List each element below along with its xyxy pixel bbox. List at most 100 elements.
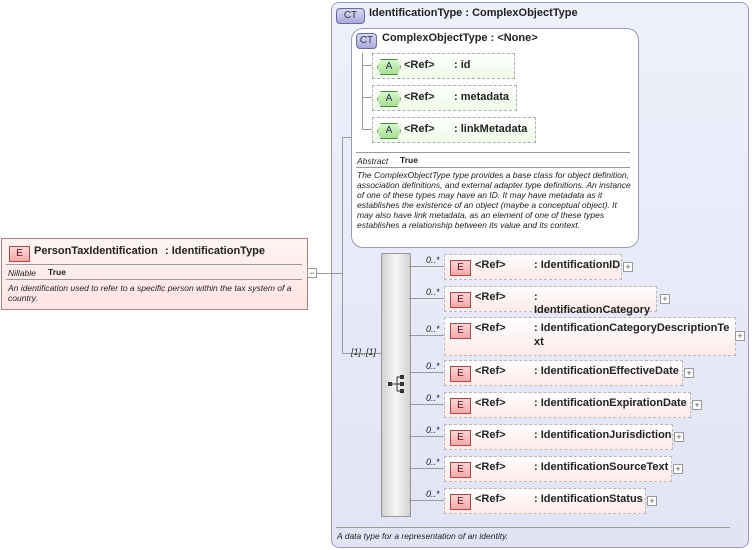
- attribute-ref: <Ref>: [404, 91, 435, 103]
- connector-line: [409, 372, 444, 373]
- expand-toggle[interactable]: +: [673, 464, 683, 474]
- complex-object-type-description: The ComplexObjectType type provides a ba…: [357, 170, 631, 230]
- element-identification-category[interactable]: E <Ref> : IdentificationCategory: [444, 286, 657, 316]
- connector-line: [409, 500, 444, 501]
- element-badge: E: [450, 292, 471, 308]
- element-name: : IdentificationCategory: [534, 291, 651, 316]
- element-ref: <Ref>: [475, 291, 506, 303]
- element-ref: <Ref>: [475, 397, 506, 409]
- attribute-link-metadata[interactable]: A <Ref> : linkMetadata: [372, 117, 536, 143]
- sequence-compositor[interactable]: [381, 253, 411, 517]
- element-cardinality: 0..*: [426, 393, 440, 403]
- divider: [356, 152, 630, 153]
- attribute-badge: A: [377, 91, 401, 107]
- expand-toggle[interactable]: +: [660, 294, 670, 304]
- element-ref: <Ref>: [475, 461, 506, 473]
- abstract-value: True: [400, 155, 418, 165]
- divider: [356, 167, 630, 168]
- attribute-ref: <Ref>: [404, 123, 435, 135]
- attribute-name: : linkMetadata: [454, 123, 528, 135]
- element-ref: <Ref>: [475, 429, 506, 441]
- connector-line: [362, 97, 372, 98]
- element-identification-id[interactable]: E <Ref> : IdentificationID: [444, 254, 622, 280]
- element-cardinality: 0..*: [426, 255, 440, 265]
- element-identification-source-text[interactable]: E <Ref> : IdentificationSourceText: [444, 456, 672, 482]
- element-cardinality: 0..*: [426, 489, 440, 499]
- connector-line: [342, 137, 343, 353]
- identification-type-title: IdentificationType : ComplexObjectType: [369, 7, 578, 19]
- element-cardinality: 0..*: [426, 361, 440, 371]
- element-badge: E: [450, 323, 471, 339]
- element-badge: E: [450, 430, 471, 446]
- sequence-cardinality: [1]..[1]: [351, 347, 377, 357]
- expand-toggle[interactable]: +: [692, 400, 702, 410]
- complex-type-badge: CT: [336, 8, 365, 24]
- element-identification-effective-date[interactable]: E <Ref> : IdentificationEffectiveDate: [444, 360, 683, 386]
- nillable-value: True: [48, 267, 66, 277]
- divider: [6, 279, 302, 280]
- element-ref: <Ref>: [475, 365, 506, 377]
- connector-line: [362, 129, 372, 130]
- element-badge: E: [9, 246, 30, 262]
- element-badge: E: [450, 260, 471, 276]
- attribute-name: : id: [454, 59, 471, 71]
- complex-type-badge: CT: [356, 33, 377, 49]
- attribute-badge: A: [377, 59, 401, 75]
- connector-line: [362, 53, 363, 130]
- expand-toggle[interactable]: +: [684, 368, 694, 378]
- element-ref: <Ref>: [475, 493, 506, 505]
- abstract-label: Abstract: [357, 156, 389, 166]
- expand-toggle[interactable]: +: [735, 331, 745, 341]
- connector-line: [409, 468, 444, 469]
- attribute-badge: A: [377, 123, 401, 139]
- element-name: : IdentificationExpirationDate: [534, 397, 687, 409]
- element-cardinality: 0..*: [426, 457, 440, 467]
- element-name: : IdentificationID: [534, 259, 621, 271]
- connector-line: [409, 298, 444, 299]
- identification-type-description: A data type for a representation of an i…: [337, 531, 509, 541]
- nillable-label: Nillable: [8, 268, 36, 278]
- divider: [336, 527, 730, 528]
- element-badge: E: [450, 462, 471, 478]
- element-identification-status[interactable]: E <Ref> : IdentificationStatus: [444, 488, 646, 514]
- connector-line: [409, 266, 444, 267]
- connector-line: [409, 436, 444, 437]
- element-name: : IdentificationCategoryDescriptionTe: [534, 322, 730, 334]
- connector-line: [342, 137, 352, 138]
- element-name: : IdentificationStatus: [534, 493, 643, 505]
- element-cardinality: 0..*: [426, 287, 440, 297]
- connector-line: [332, 273, 343, 274]
- element-name: : IdentificationSourceText: [534, 461, 669, 473]
- element-badge: E: [450, 494, 471, 510]
- element-badge: E: [450, 366, 471, 382]
- connector-line: [409, 404, 444, 405]
- divider: [6, 264, 302, 265]
- element-identification-jurisdiction[interactable]: E <Ref> : IdentificationJurisdiction: [444, 424, 673, 450]
- connector-line: [342, 353, 382, 354]
- element-cardinality: 0..*: [426, 324, 440, 334]
- attribute-ref: <Ref>: [404, 59, 435, 71]
- expand-toggle[interactable]: +: [674, 432, 684, 442]
- root-element-type: : IdentificationType: [165, 245, 266, 257]
- element-identification-category-description-text[interactable]: E <Ref> : IdentificationCategoryDescript…: [444, 317, 736, 356]
- element-name-continued: xt: [534, 336, 544, 348]
- attribute-name: : metadata: [454, 91, 510, 103]
- element-ref: <Ref>: [475, 322, 506, 334]
- element-cardinality: 0..*: [426, 425, 440, 435]
- expand-toggle[interactable]: +: [623, 262, 633, 272]
- expand-toggle[interactable]: +: [647, 496, 657, 506]
- root-element-box[interactable]: E PersonTaxIdentification : Identificati…: [1, 238, 308, 310]
- complex-object-type-title: ComplexObjectType : <None>: [382, 32, 538, 44]
- connector-line: [317, 273, 332, 274]
- element-identification-expiration-date[interactable]: E <Ref> : IdentificationExpirationDate: [444, 392, 691, 418]
- root-element-description: An identification used to refer to a spe…: [8, 283, 292, 303]
- collapse-toggle[interactable]: −: [307, 268, 317, 278]
- connector-line: [409, 335, 444, 336]
- root-element-name: PersonTaxIdentification: [34, 245, 158, 257]
- sequence-icon: [388, 375, 404, 393]
- element-name: : IdentificationEffectiveDate: [534, 365, 679, 377]
- attribute-metadata[interactable]: A <Ref> : metadata: [372, 85, 517, 111]
- element-name: : IdentificationJurisdiction: [534, 429, 672, 441]
- attribute-id[interactable]: A <Ref> : id: [372, 53, 515, 79]
- element-ref: <Ref>: [475, 259, 506, 271]
